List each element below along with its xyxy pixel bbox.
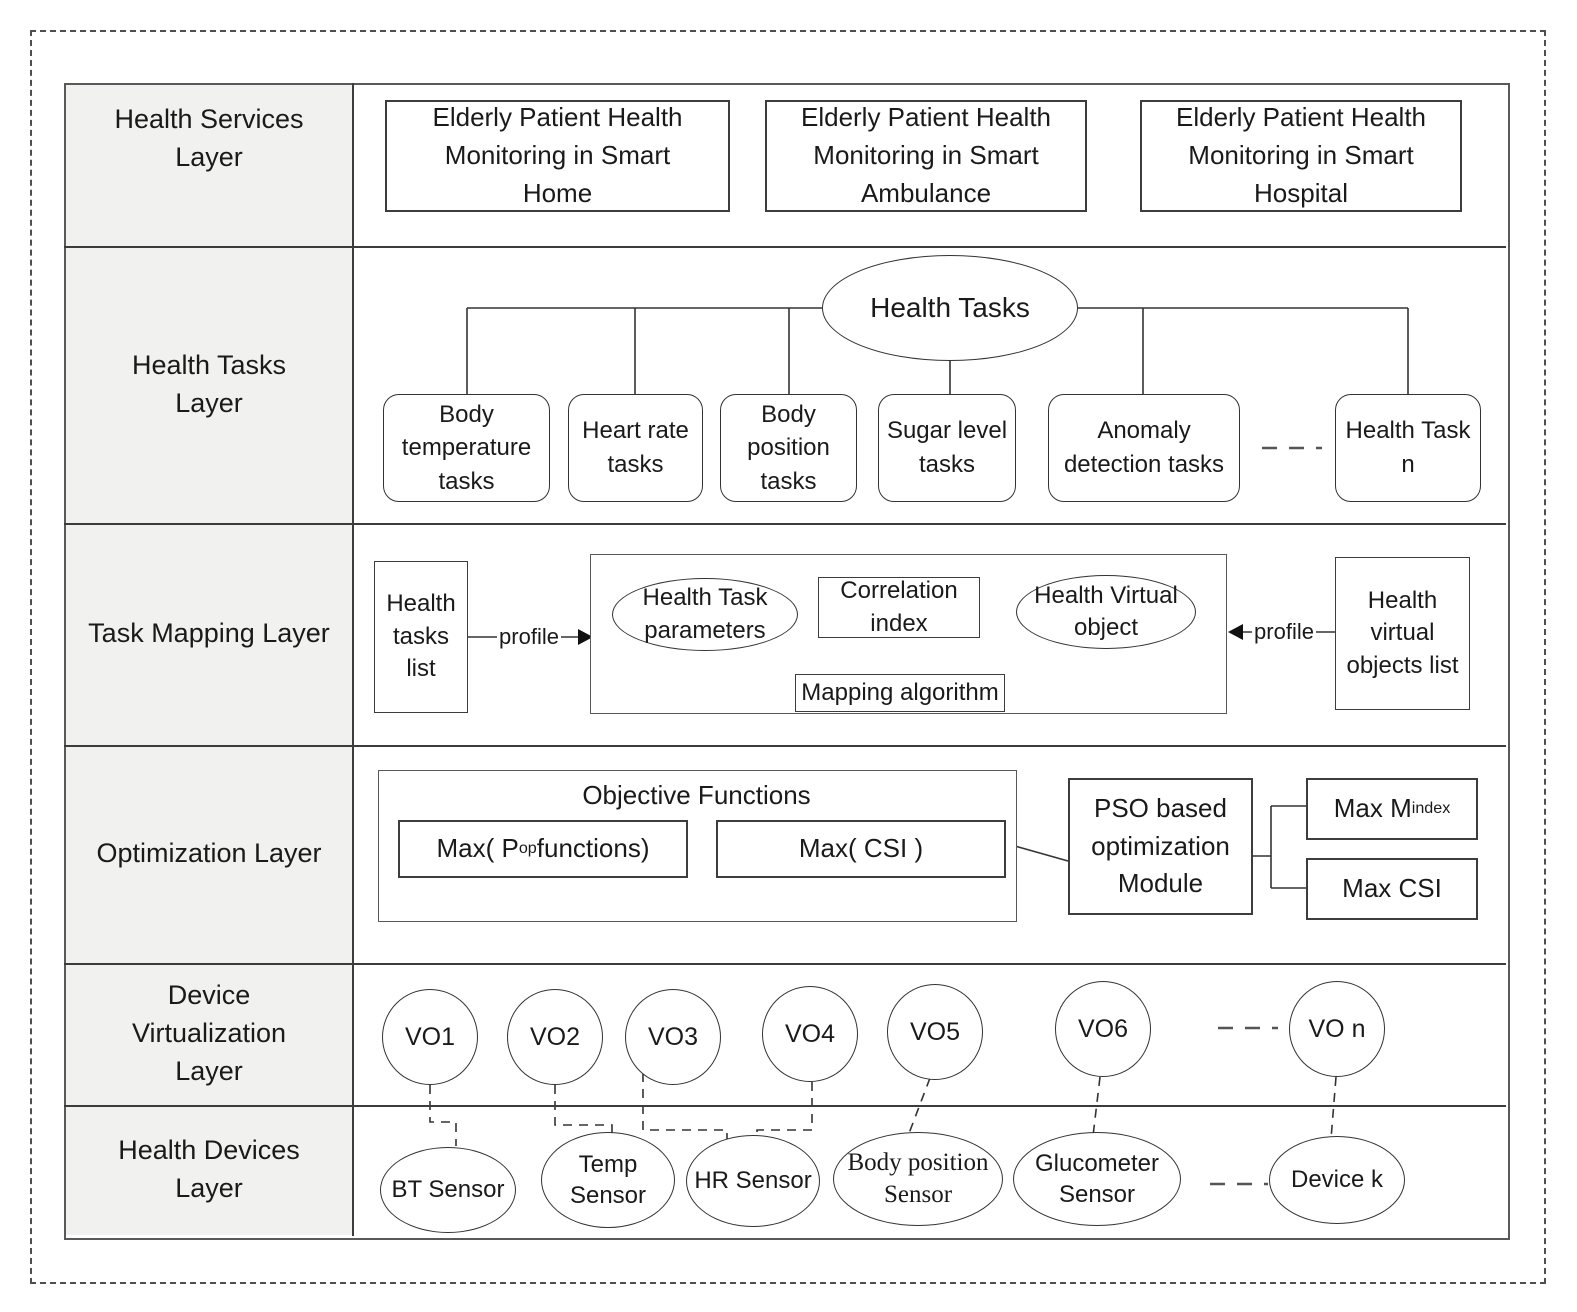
vo-n-circle: VO n [1289, 981, 1385, 1077]
optimization-lines [1014, 805, 1306, 889]
health-tasks-tree-lines [466, 307, 1409, 394]
row-divider-5 [64, 1105, 1506, 1107]
service-box-smart-hospital: Elderly Patient Health Monitoring in Sma… [1140, 100, 1462, 212]
device-k-ellipse: Device k [1269, 1136, 1405, 1224]
task-box-anomaly-detection: Anomaly detection tasks [1048, 394, 1240, 502]
layer-table-border [64, 83, 1510, 1240]
row-divider-3 [64, 745, 1506, 747]
vo4-circle: VO4 [762, 986, 858, 1082]
max-pop-text-post: functions) [536, 833, 650, 864]
max-csi-result-box: Max CSI [1306, 858, 1478, 920]
health-tasks-list-box: Health tasks list [374, 561, 468, 713]
figure-dashed-border [30, 30, 1546, 1284]
max-m-text: Max M [1333, 793, 1412, 824]
task-box-heart-rate: Heart rate tasks [568, 394, 703, 502]
body-position-sensor-ellipse: Body position Sensor [833, 1132, 1003, 1226]
layer-label-health-devices: Health Devices Layer [66, 1105, 352, 1235]
correlation-index-box: Correlation index [818, 577, 980, 638]
row-divider-1 [64, 246, 1506, 248]
arrow-right-icon [578, 629, 593, 645]
vo6-circle: VO6 [1055, 981, 1151, 1077]
row-divider-2 [64, 523, 1506, 525]
max-pop-text: Max( P [436, 833, 519, 864]
layer-label-optimization: Optimization Layer [66, 745, 352, 963]
task-box-body-temperature: Body temperature tasks [383, 394, 550, 502]
profile-left-label: profile [497, 624, 561, 650]
vo5-to-bodyposition-link [907, 1077, 931, 1137]
row-divider-4 [64, 963, 1506, 965]
mapping-algorithm-box: Mapping algorithm [795, 674, 1005, 712]
bt-sensor-ellipse: BT Sensor [380, 1147, 516, 1233]
arrow-left-icon [1228, 624, 1243, 640]
vo2-circle: VO2 [507, 989, 603, 1085]
health-tasks-root-ellipse: Health Tasks [822, 255, 1078, 361]
task-box-body-position: Body position tasks [720, 394, 857, 502]
glucometer-sensor-ellipse: Glucometer Sensor [1013, 1132, 1181, 1226]
max-m-subscript: index [1411, 799, 1451, 818]
service-box-smart-home: Elderly Patient Health Monitoring in Sma… [385, 100, 730, 212]
vo1-circle: VO1 [382, 989, 478, 1085]
layer-label-health-tasks: Health Tasks Layer [66, 246, 352, 523]
health-virtual-objects-list-box: Health virtual objects list [1335, 557, 1470, 710]
task-box-health-task-n: Health Task n [1335, 394, 1481, 502]
task-box-sugar-level: Sugar level tasks [878, 394, 1016, 502]
layer-label-health-services: Health Services Layer [66, 85, 352, 246]
profile-right-label: profile [1252, 619, 1316, 645]
health-virtual-object-ellipse: Health Virtual object [1016, 575, 1196, 649]
vo1-to-bt-link [429, 1085, 457, 1146]
hr-sensor-ellipse: HR Sensor [686, 1135, 820, 1227]
vo5-circle: VO5 [887, 984, 983, 1080]
health-task-parameters-ellipse: Health Task parameters [612, 578, 798, 651]
label-column-divider [352, 83, 354, 1236]
vo6-to-glucometer-link [1092, 1076, 1101, 1137]
objective-functions-title: Objective Functions [582, 780, 811, 810]
vo3-circle: VO3 [625, 989, 721, 1085]
max-csi-objective-box: Max( CSI ) [716, 820, 1006, 878]
von-to-devicek-link [1330, 1076, 1337, 1140]
pso-optimization-module-box: PSO based optimization Module [1068, 778, 1253, 915]
layer-label-task-mapping: Task Mapping Layer [66, 523, 352, 745]
max-pop-subscript: op [518, 839, 537, 858]
layer-label-device-virtualization: Device Virtualization Layer [66, 963, 352, 1105]
service-box-smart-ambulance: Elderly Patient Health Monitoring in Sma… [765, 100, 1087, 212]
temp-sensor-ellipse: Temp Sensor [541, 1132, 675, 1228]
objective-to-pso-line [1014, 845, 1069, 862]
